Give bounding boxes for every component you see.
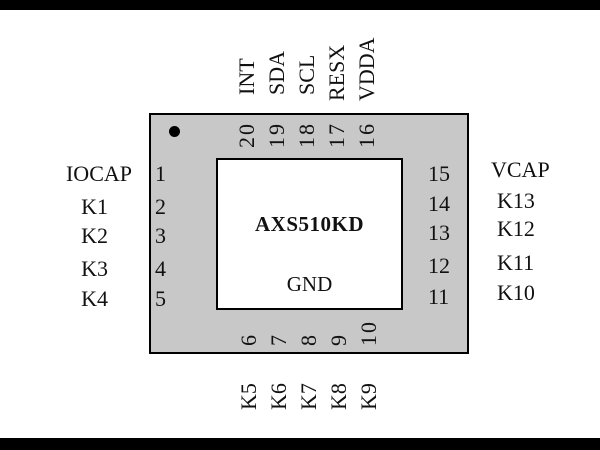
pin1-marker (169, 126, 180, 137)
right-pin-name: K12 (497, 216, 535, 241)
bottom-pin-number: 6 (236, 333, 261, 346)
left-pin-number: 5 (155, 286, 166, 311)
bottom-pin-name: K9 (356, 383, 381, 410)
left-pin-name: K3 (81, 256, 108, 281)
left-pin-name: K1 (81, 194, 108, 219)
right-pin-name: VCAP (491, 157, 550, 182)
top-border-bar (0, 0, 600, 10)
right-pin-name: K13 (497, 188, 535, 213)
bottom-pin-number: 7 (266, 333, 291, 346)
bottom-pin-name: K8 (326, 383, 351, 410)
top-pin-number: 19 (264, 122, 289, 148)
chip-name: AXS510KD (254, 212, 364, 236)
left-pin-number: 1 (155, 161, 166, 186)
right-pin-name: K11 (497, 250, 535, 275)
bottom-pin-number: 9 (326, 333, 351, 346)
top-pin-number: 17 (324, 122, 349, 148)
pad-label: GND (286, 272, 333, 296)
right-pin-number: 11 (428, 284, 450, 309)
left-pin-number: 4 (155, 256, 166, 281)
right-pin-number: 15 (428, 161, 450, 186)
right-pin-number: 12 (428, 253, 450, 278)
left-pin-number: 2 (155, 194, 166, 219)
top-pin-name: VDDA (354, 37, 379, 101)
left-pin-number: 3 (155, 223, 166, 248)
left-pin-name: K2 (81, 223, 108, 248)
exposed-pad (216, 158, 403, 310)
bottom-border-bar (0, 438, 600, 450)
top-pin-name: RESX (324, 44, 349, 101)
bottom-pin-number: 8 (296, 333, 321, 346)
top-pin-number: 20 (234, 122, 259, 148)
left-pin-name: K4 (81, 286, 108, 311)
top-pin-number: 16 (354, 122, 379, 148)
right-pin-number: 13 (428, 220, 450, 245)
bottom-pin-name: K5 (236, 383, 261, 410)
right-pin-name: K10 (497, 280, 535, 305)
top-pin-number: 18 (294, 122, 319, 148)
bottom-pin-name: K7 (296, 383, 321, 410)
bottom-pin-name: K6 (266, 383, 291, 410)
bottom-pin-number: 10 (356, 320, 381, 346)
top-pin-name: SCL (294, 54, 319, 95)
top-pin-name: INT (234, 58, 259, 95)
left-pin-name: IOCAP (65, 161, 132, 186)
right-pin-number: 14 (428, 191, 450, 216)
top-pin-name: SDA (264, 50, 289, 95)
